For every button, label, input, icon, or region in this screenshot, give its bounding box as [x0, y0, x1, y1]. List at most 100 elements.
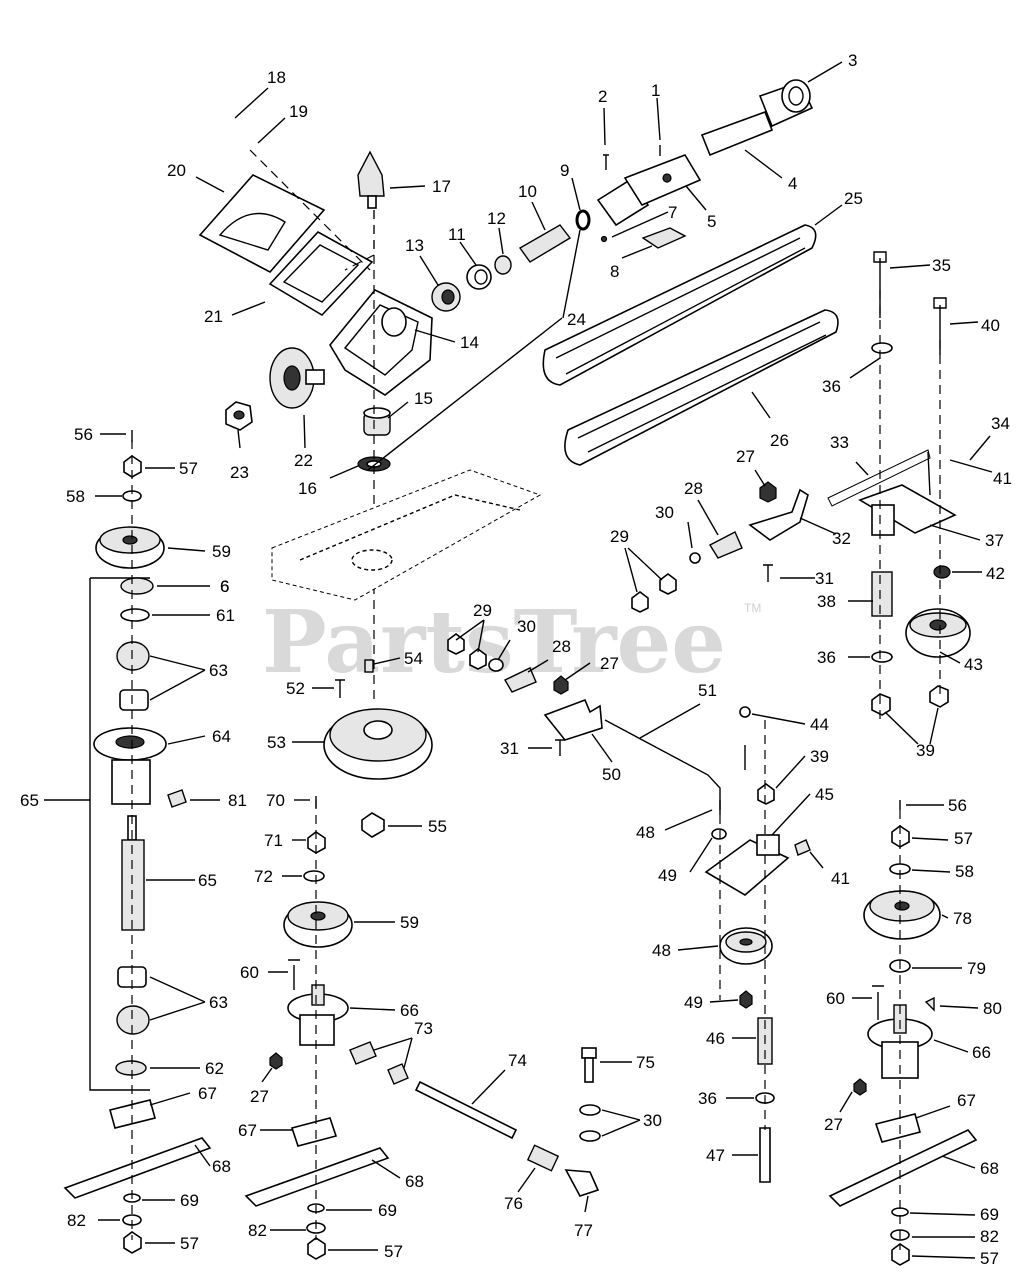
input-shaft: [518, 224, 572, 263]
belt-lower: [564, 309, 839, 466]
spindle-housing-64: [93, 727, 167, 805]
callout-29b: 29: [473, 601, 492, 620]
callout-66a: 66: [400, 1001, 419, 1020]
callout-76: 76: [504, 1194, 523, 1213]
nut-27c: [269, 1052, 283, 1070]
nut-27a: [759, 481, 777, 503]
callout-48a: 48: [636, 823, 655, 842]
left-spindle-group: [63, 430, 212, 1254]
callout-49a: 49: [658, 866, 677, 885]
callout-2: 2: [598, 87, 607, 106]
callout-12: 12: [487, 209, 506, 228]
washer-36b: [871, 651, 893, 663]
callout-34: 34: [991, 414, 1010, 433]
callout-58a: 58: [66, 487, 85, 506]
callout-4: 4: [788, 174, 797, 193]
callout-63a: 63: [209, 661, 228, 680]
seal-6: [120, 577, 154, 595]
callout-39a: 39: [916, 741, 935, 760]
bolt-60b: [872, 985, 884, 1020]
bearing-63a: [116, 641, 150, 671]
callout-74: 74: [508, 1051, 527, 1070]
callout-57e: 57: [980, 1249, 999, 1268]
gearbox-gasket: [268, 230, 374, 317]
callout-31b: 31: [500, 739, 519, 758]
grease-fitting-81: [167, 789, 187, 808]
callout-68b: 68: [405, 1172, 424, 1191]
callout-82a: 82: [67, 1211, 86, 1230]
callout-27a: 27: [736, 447, 755, 466]
callout-43: 43: [964, 655, 983, 674]
nut-29a: [659, 573, 677, 595]
stud-75: [581, 1047, 597, 1083]
callout-18: 18: [267, 68, 286, 87]
callout-71: 71: [264, 831, 283, 850]
bolt-31a: [763, 564, 773, 582]
belt-upper: [542, 224, 817, 386]
callout-63b: 63: [209, 993, 228, 1012]
callout-27d: 27: [824, 1115, 843, 1134]
callout-15: 15: [414, 389, 433, 408]
spindle-pulley-78: [863, 890, 941, 940]
callout-62: 62: [205, 1059, 224, 1078]
callout-6: 6: [220, 577, 229, 596]
callout-69b: 69: [378, 1201, 397, 1220]
bevel-gear: [269, 347, 325, 409]
callout-60a: 60: [240, 963, 259, 982]
callout-48b: 48: [652, 941, 671, 960]
callout-36a: 36: [822, 377, 841, 396]
callout-53: 53: [267, 733, 286, 752]
callout-81: 81: [228, 791, 247, 810]
callout-27c: 27: [250, 1087, 269, 1106]
spring-28b: [504, 667, 537, 693]
idler-bracket: [858, 484, 957, 534]
rod-51: [604, 719, 721, 810]
cap-44: [739, 706, 751, 718]
blade-adapter-67a: [109, 1099, 156, 1129]
lower-bearing: [363, 407, 391, 436]
callout-16: 16: [298, 479, 317, 498]
callout-65a: 65: [20, 791, 39, 810]
callout-59b: 59: [400, 913, 419, 932]
bearing-cup-63a: [119, 689, 149, 711]
blade-68a: [63, 1137, 212, 1199]
callout-73: 73: [414, 1019, 433, 1038]
leader-lines: [44, 61, 993, 1259]
blade-adapter-67c: [874, 1113, 921, 1143]
callout-55: 55: [428, 817, 447, 836]
nut-27d: [853, 1078, 867, 1096]
callout-54: 54: [404, 649, 423, 668]
callout-42: 42: [986, 564, 1005, 583]
callout-41a: 41: [993, 469, 1012, 488]
callout-28b: 28: [552, 637, 571, 656]
callout-6b: 6: [220, 577, 229, 596]
callout-31a: 31: [815, 569, 834, 588]
gearbox-cover: [198, 174, 326, 274]
spindle-housing-66b: [867, 1004, 933, 1079]
callout-36c: 36: [698, 1089, 717, 1108]
middle-spindle-group: [244, 796, 601, 1260]
key-54: [364, 659, 374, 673]
callout-72: 72: [254, 867, 273, 886]
callout-45: 45: [815, 785, 834, 804]
key: [641, 227, 687, 249]
right-spindle-group: [828, 800, 978, 1266]
callout-7: 7: [668, 203, 677, 222]
nut-39b: [757, 783, 775, 805]
callout-50: 50: [602, 765, 621, 784]
callout-41b: 41: [831, 869, 850, 888]
callout-37: 37: [985, 531, 1004, 550]
watermark-trademark: TM: [744, 601, 761, 615]
callout-20: 20: [167, 161, 186, 180]
spindle-pulley-59b: [283, 901, 353, 948]
spindle-shaft-65: [121, 815, 145, 931]
callout-56b: 56: [948, 796, 967, 815]
callout-39b: 39: [810, 747, 829, 766]
callout-59a: 59: [212, 542, 231, 561]
bolt-41b: [794, 839, 811, 856]
callout-57b: 57: [180, 1234, 199, 1253]
callout-70: 70: [266, 791, 285, 810]
callout-52: 52: [286, 679, 305, 698]
bolt-31b: [555, 739, 565, 756]
callout-3: 3: [848, 51, 857, 70]
